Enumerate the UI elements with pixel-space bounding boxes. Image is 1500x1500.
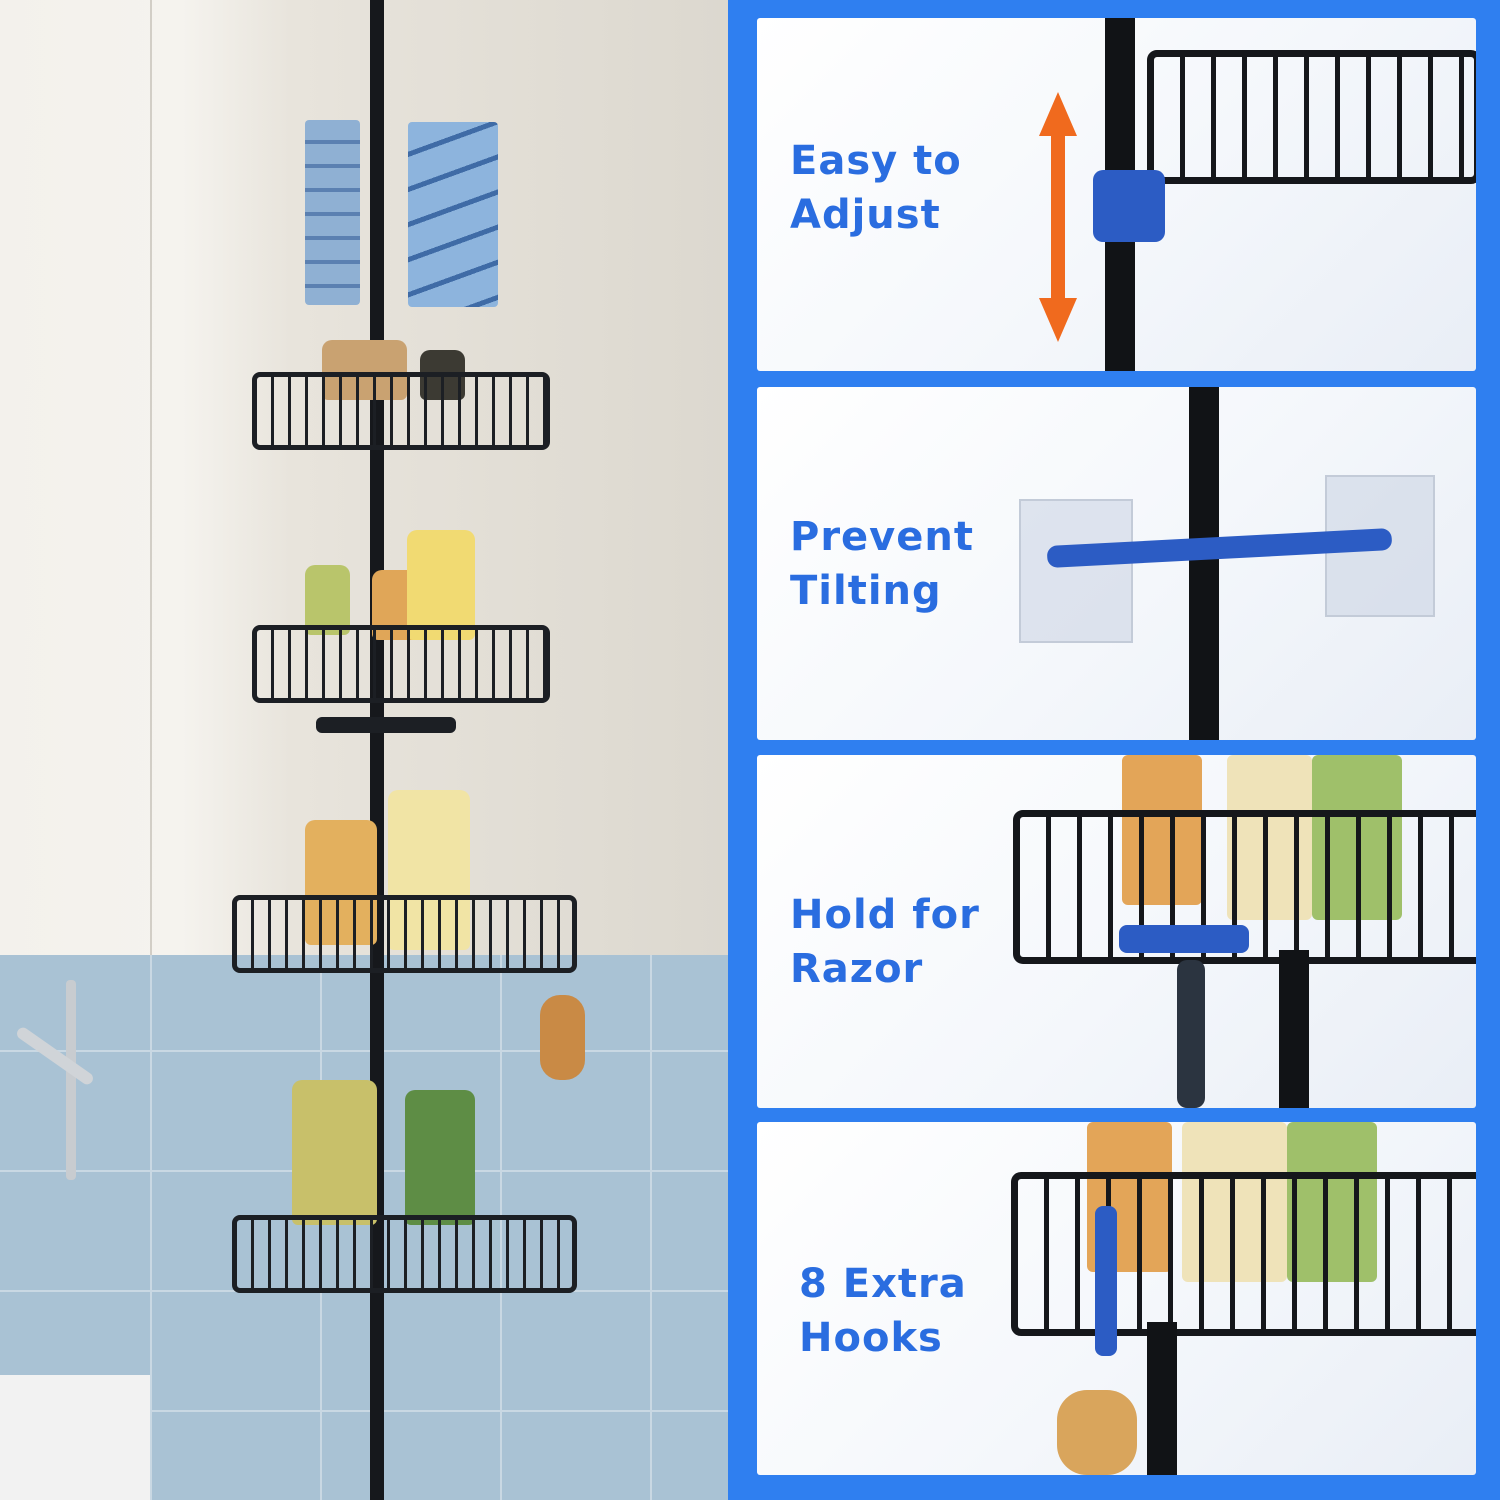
stabilizer-bar bbox=[316, 717, 456, 733]
towel-left bbox=[305, 120, 360, 305]
feature-heading: Hold for Razor bbox=[790, 888, 980, 996]
adhesive-pad-left bbox=[1019, 499, 1133, 643]
pump-bottle-olive bbox=[292, 1080, 377, 1225]
hook bbox=[1095, 1206, 1117, 1356]
pump-bottle-green bbox=[405, 1090, 475, 1225]
razor bbox=[1177, 960, 1205, 1108]
razor-holder bbox=[1119, 925, 1249, 953]
feature-heading-line1: Hold for bbox=[790, 892, 980, 938]
feature-heading-line2: Razor bbox=[790, 946, 924, 992]
product-photo bbox=[0, 0, 728, 1500]
hanging-brush bbox=[1057, 1390, 1137, 1475]
feature-heading: Easy to Adjust bbox=[790, 134, 962, 242]
adjust-clamp bbox=[1093, 170, 1165, 242]
basket-detail bbox=[1147, 50, 1476, 184]
shelf-tier-1 bbox=[252, 372, 550, 450]
up-down-arrow-icon bbox=[1039, 92, 1077, 342]
bottle-green bbox=[305, 565, 350, 635]
feature-heading-line1: Easy to bbox=[790, 138, 962, 184]
wall-corner bbox=[150, 0, 152, 1500]
feature-panel-tilting: Prevent Tilting bbox=[757, 387, 1476, 740]
feature-panel-hooks: 8 Extra Hooks bbox=[757, 1122, 1476, 1475]
basket-detail bbox=[1011, 1172, 1476, 1336]
feature-heading: 8 Extra Hooks bbox=[799, 1257, 967, 1365]
pole-detail bbox=[1147, 1322, 1177, 1475]
faucet bbox=[66, 980, 76, 1180]
feature-heading-line2: Tilting bbox=[790, 568, 942, 614]
feature-panel-adjust: Easy to Adjust bbox=[757, 18, 1476, 371]
feature-heading-line2: Adjust bbox=[790, 192, 941, 238]
feature-panel-razor: Hold for Razor bbox=[757, 755, 1476, 1108]
feature-heading: Prevent Tilting bbox=[790, 510, 974, 618]
feature-heading-line1: Prevent bbox=[790, 514, 974, 560]
shelf-tier-2 bbox=[252, 625, 550, 703]
towel-right bbox=[408, 122, 498, 307]
shelf-tier-3 bbox=[232, 895, 577, 973]
feature-heading-line1: 8 Extra bbox=[799, 1261, 967, 1307]
pole-detail bbox=[1189, 387, 1219, 740]
feature-heading-line2: Hooks bbox=[799, 1315, 943, 1361]
brush bbox=[540, 995, 585, 1080]
bathtub bbox=[0, 1375, 150, 1500]
shelf-tier-4 bbox=[232, 1215, 577, 1293]
bottle-yellow bbox=[407, 530, 475, 640]
pole-detail bbox=[1279, 950, 1309, 1108]
